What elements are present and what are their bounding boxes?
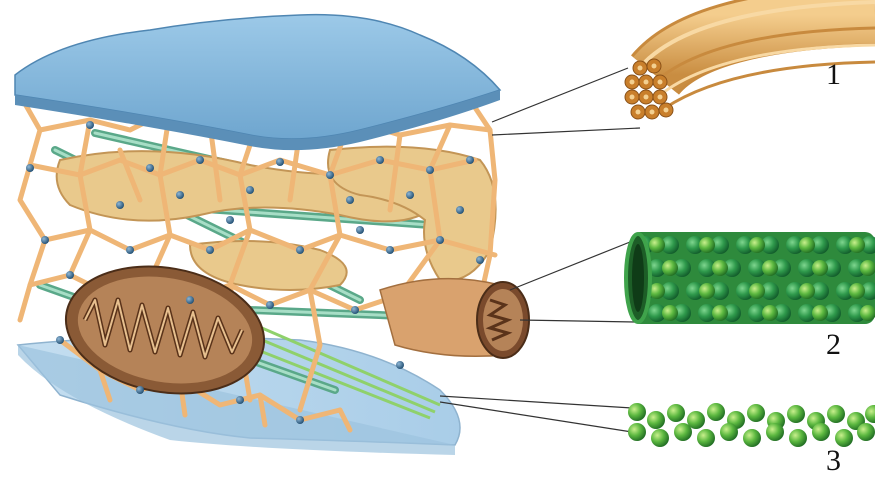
label-1: 1 (826, 60, 841, 90)
label-2: 2 (826, 330, 841, 360)
mitochondrion-small (380, 279, 529, 358)
microtubule (626, 232, 875, 324)
label-3: 3 (826, 446, 841, 476)
actin-filament (628, 403, 875, 447)
